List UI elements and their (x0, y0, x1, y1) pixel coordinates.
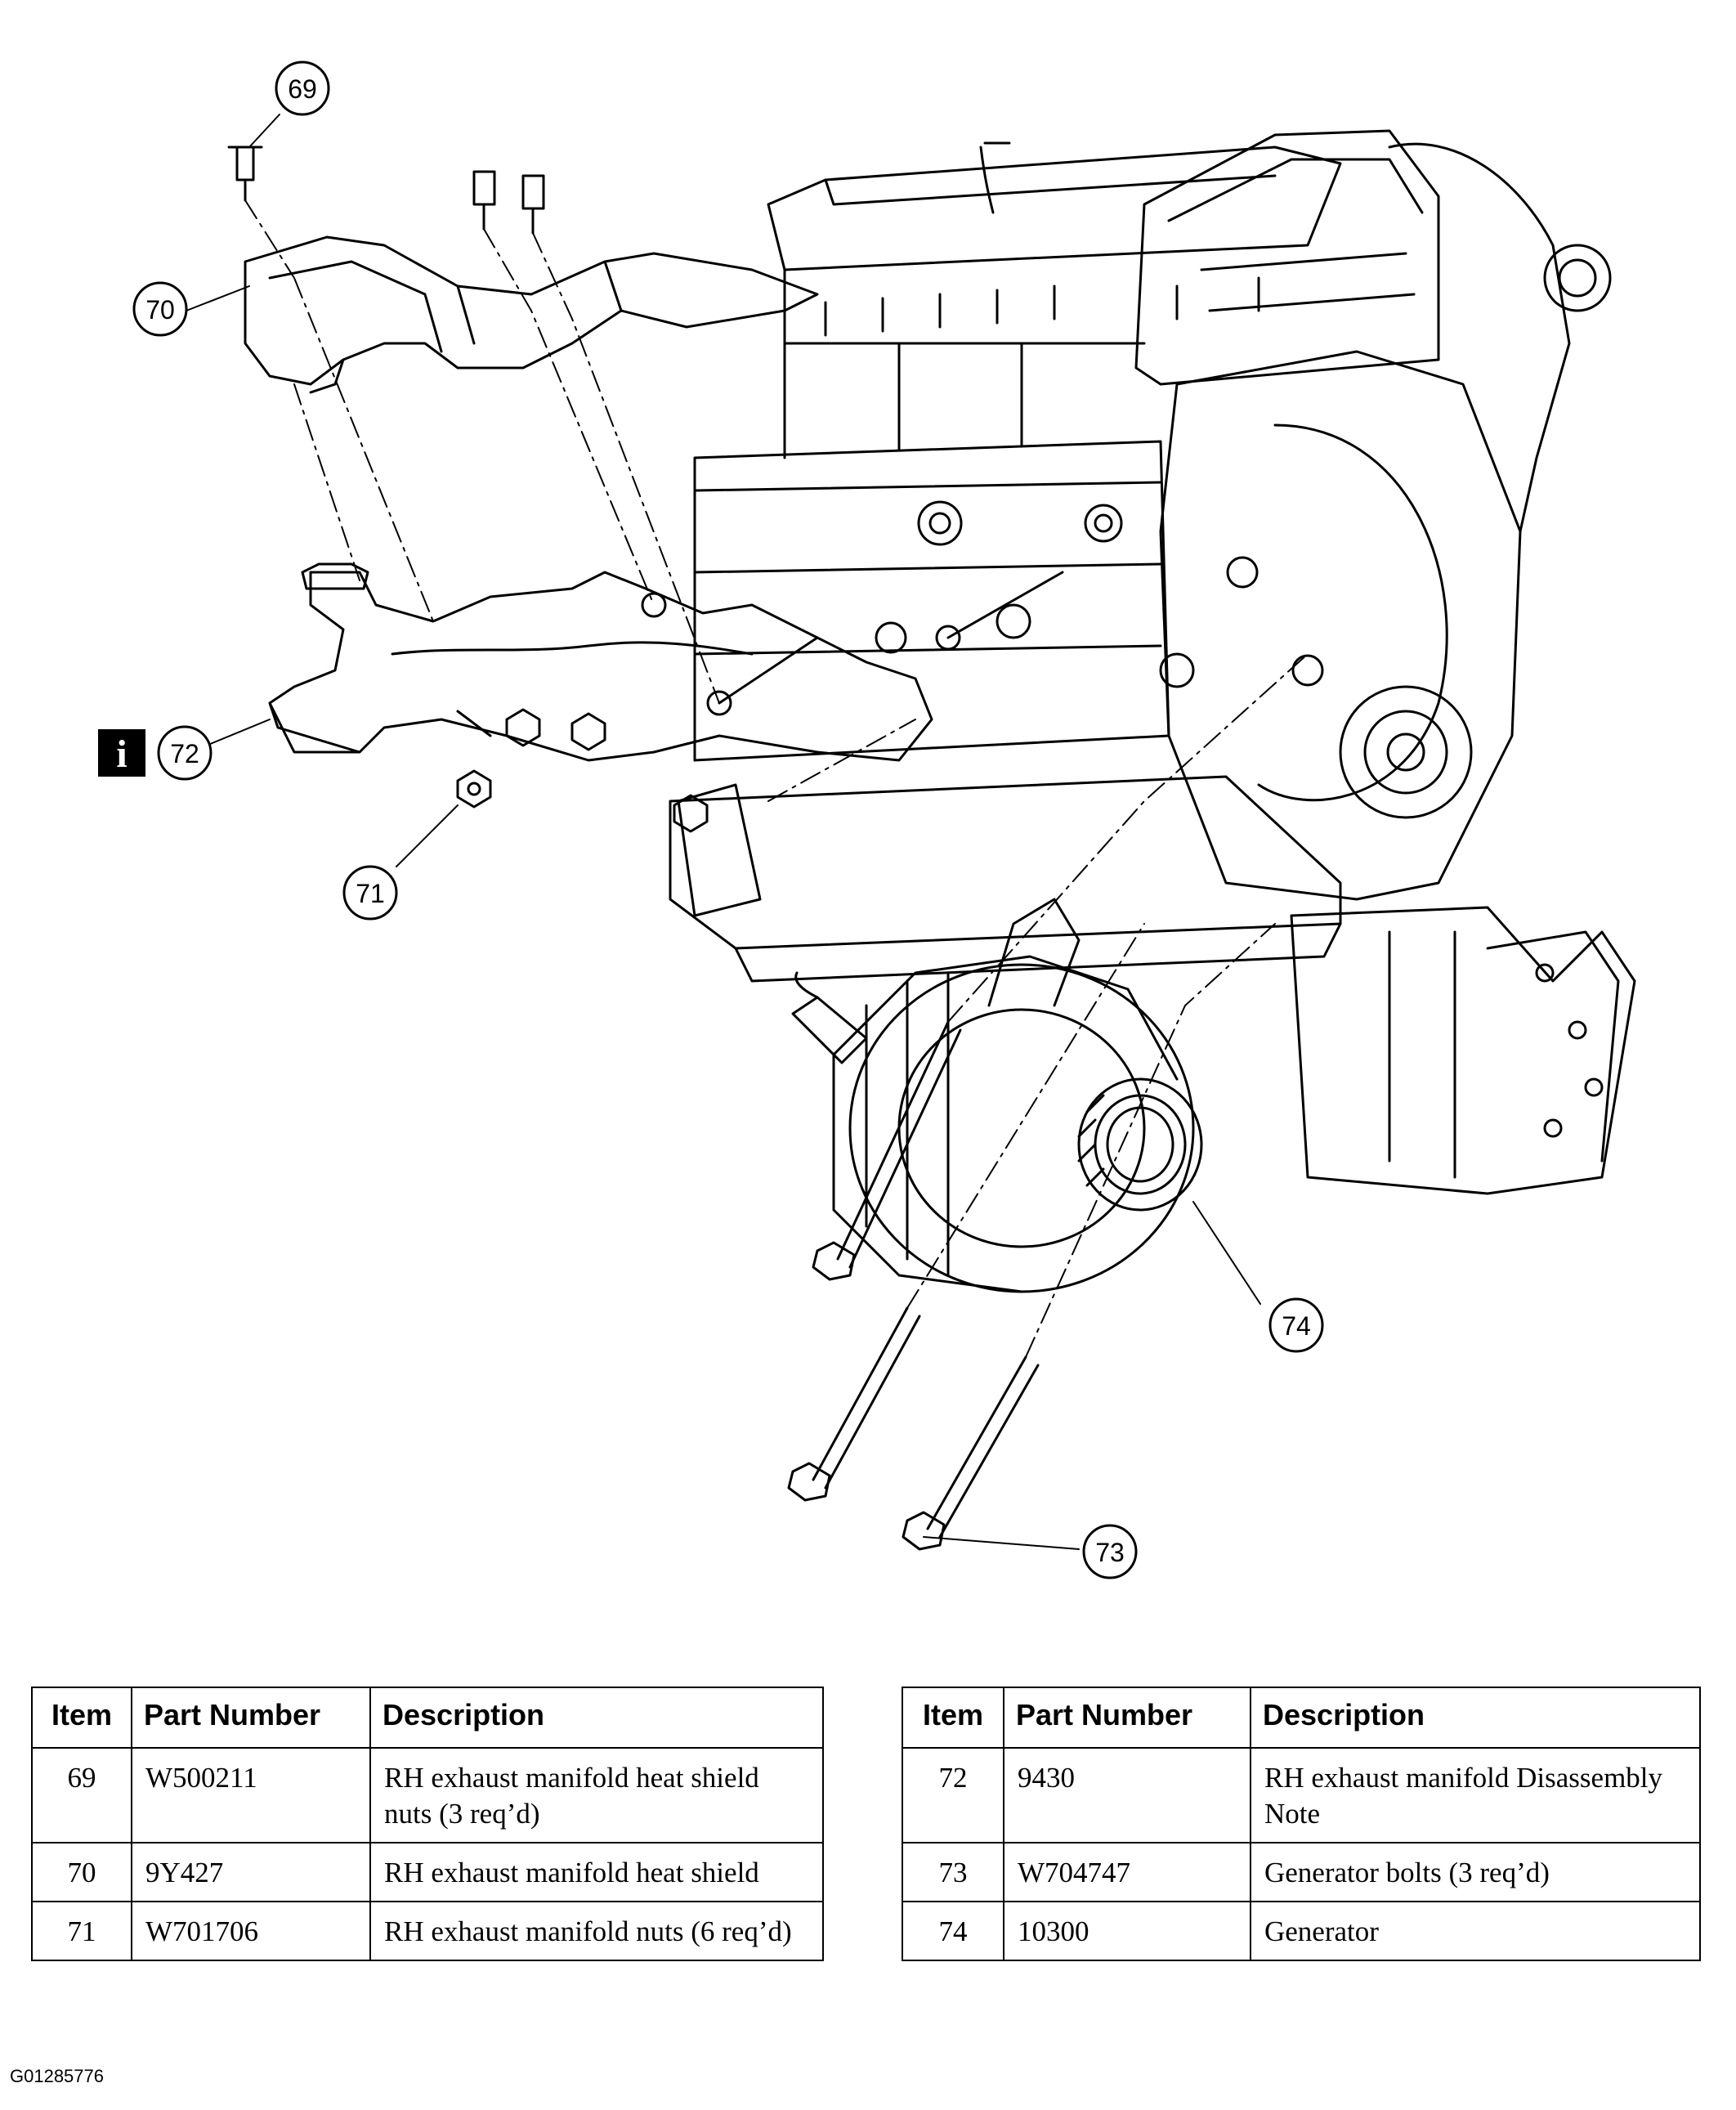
callout-69-label: 69 (288, 74, 317, 104)
leader-lines (186, 114, 1261, 1550)
cell-item: 73 (902, 1842, 1004, 1902)
table-row: 70 9Y427 RH exhaust manifold heat shield (31, 1842, 824, 1902)
cell-description: Generator (1250, 1901, 1701, 1961)
table-row: 69 W500211 RH exhaust manifold heat shie… (31, 1747, 824, 1843)
alignment-lines (244, 199, 1309, 1358)
table-row: 73 W704747 Generator bolts (3 req’d) (902, 1842, 1701, 1902)
table-row: 72 9430 RH exhaust manifold Disassembly … (902, 1747, 1701, 1843)
info-icon[interactable] (98, 729, 145, 777)
header-item: Item (31, 1687, 132, 1749)
header-description: Description (1250, 1687, 1701, 1749)
cell-description: RH exhaust manifold heat shield nuts (3 … (369, 1747, 824, 1843)
callout-73-label: 73 (1095, 1538, 1125, 1567)
callout-72-label: 72 (170, 739, 199, 768)
cell-description: RH exhaust manifold heat shield (369, 1842, 824, 1902)
fasteners (227, 146, 1040, 1551)
callout-69: 69 (275, 60, 330, 116)
cell-item: 72 (902, 1747, 1004, 1843)
exhaust-heat-shield (244, 235, 819, 394)
cell-description: RH exhaust manifold nuts (6 req’d) (369, 1901, 824, 1961)
cell-part-number: 9430 (1003, 1747, 1251, 1843)
exhaust-manifold (268, 562, 1064, 762)
table-header-row: Item Part Number Description (31, 1687, 824, 1749)
cell-part-number: W500211 (131, 1747, 371, 1843)
engine-exploded-view: 69 70 71 i 72 73 74 (98, 60, 1636, 1579)
callout-71-label: 71 (356, 879, 385, 908)
callout-70-label: 70 (145, 295, 175, 325)
table-header-row: Item Part Number Description (902, 1687, 1701, 1749)
parts-table-left: Item Part Number Description 69 W500211 … (31, 1687, 824, 1961)
generator (791, 898, 1203, 1293)
cell-description: RH exhaust manifold Disassembly Note (1250, 1747, 1701, 1843)
cell-item: 70 (31, 1842, 132, 1902)
cell-item: 71 (31, 1901, 132, 1961)
cell-part-number: 9Y427 (131, 1842, 371, 1902)
callout-74: 74 (1268, 1297, 1324, 1353)
cell-item: 74 (902, 1901, 1004, 1961)
callout-70: 70 (132, 281, 188, 337)
cell-part-number: W701706 (131, 1901, 371, 1961)
table-row: 71 W701706 RH exhaust manifold nuts (6 r… (31, 1901, 824, 1961)
info-icon-glyph: i (116, 732, 127, 776)
callout-73: 73 (1082, 1524, 1138, 1579)
figure-code: G01285776 (10, 2066, 104, 2086)
callout-71: 71 (342, 865, 398, 921)
header-item: Item (902, 1687, 1004, 1749)
cell-description: Generator bolts (3 req’d) (1250, 1842, 1701, 1902)
header-part-number: Part Number (131, 1687, 371, 1749)
callout-74-label: 74 (1282, 1311, 1311, 1341)
parts-table-right: Item Part Number Description 72 9430 RH … (902, 1687, 1701, 1961)
cell-item: 69 (31, 1747, 132, 1843)
callout-72: i 72 (98, 725, 213, 781)
engine-assembly (669, 129, 1636, 1195)
header-part-number: Part Number (1003, 1687, 1251, 1749)
header-description: Description (369, 1687, 824, 1749)
table-row: 74 10300 Generator (902, 1901, 1701, 1961)
cell-part-number: 10300 (1003, 1901, 1251, 1961)
cell-part-number: W704747 (1003, 1842, 1251, 1902)
